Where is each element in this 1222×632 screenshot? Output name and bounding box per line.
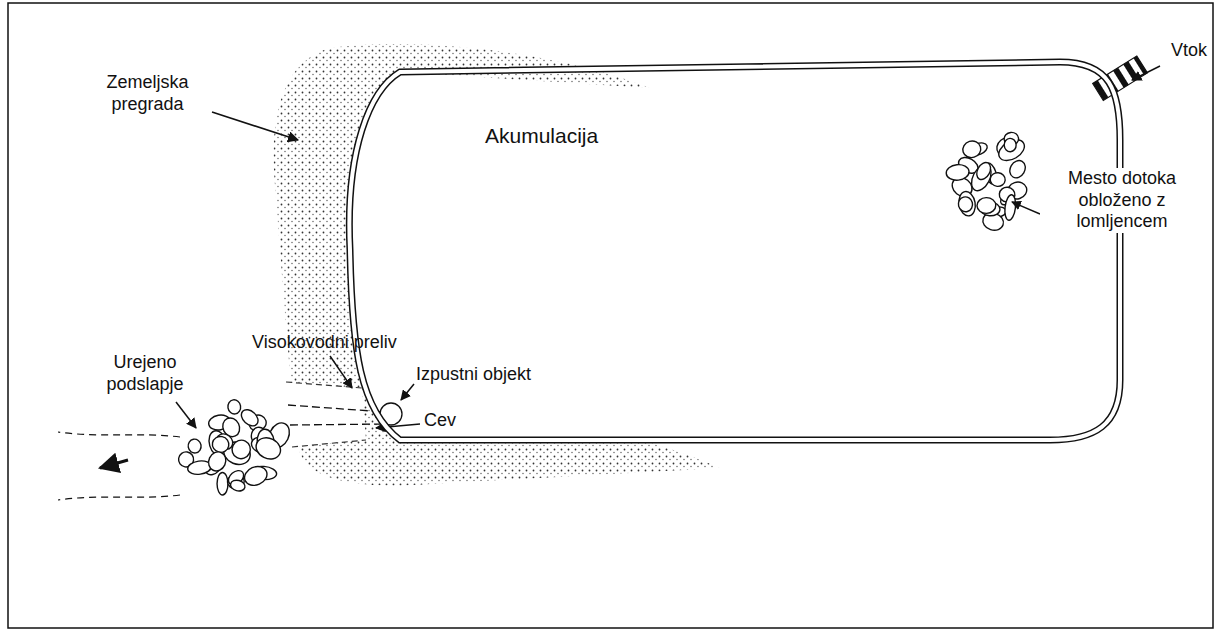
spillway-channel bbox=[286, 382, 366, 447]
riprap-stones bbox=[177, 399, 293, 495]
reservoir-label: Akumulacija bbox=[485, 124, 598, 148]
flow-arrow bbox=[100, 460, 128, 468]
inlet-label: Vtok bbox=[1164, 40, 1214, 62]
leader-arrow bbox=[1012, 202, 1040, 214]
reservoir-outline bbox=[340, 56, 1126, 448]
pipe-label: Cev bbox=[424, 410, 456, 432]
leader-arrow bbox=[212, 112, 298, 140]
outflow-line bbox=[58, 495, 180, 500]
leader-arrow bbox=[330, 356, 352, 388]
reservoir-area: Akumulacija bbox=[340, 56, 1126, 448]
riprap-stones bbox=[945, 132, 1028, 233]
dam-label: Zemeljska pregrada bbox=[80, 72, 215, 115]
riprap-label: Mesto dotoka obloženo z lomljencem bbox=[1040, 168, 1204, 233]
flow-arrow bbox=[1132, 66, 1160, 80]
outflow-line bbox=[58, 432, 180, 437]
leader-arrow bbox=[401, 384, 414, 400]
spillway-label: Visokovodni preliv bbox=[252, 332, 397, 354]
frame bbox=[8, 3, 1213, 628]
leader-arrow bbox=[176, 402, 196, 428]
outlet-label: Izpustni objekt bbox=[416, 364, 531, 386]
spillway-edge bbox=[292, 440, 366, 447]
outlet-pipe bbox=[290, 424, 385, 425]
stilling-basin-label: Urejeno podslapje bbox=[90, 352, 200, 395]
earth-dam bbox=[274, 44, 720, 485]
